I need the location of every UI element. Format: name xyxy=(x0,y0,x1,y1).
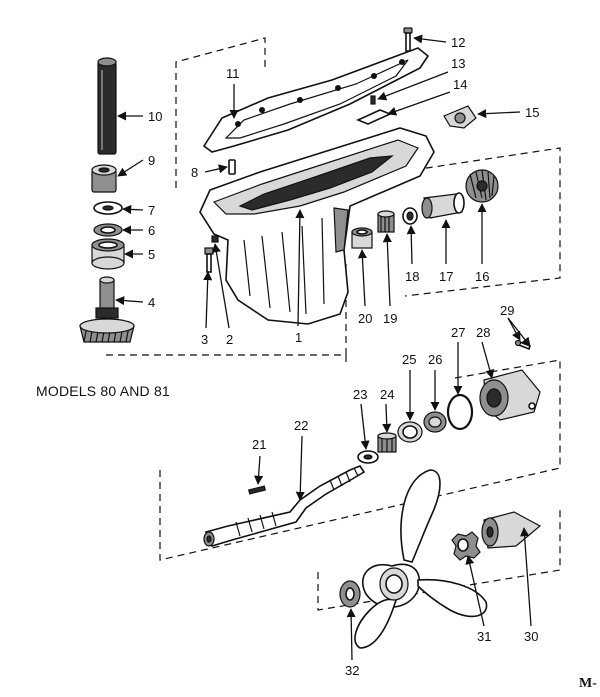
callout-11: 11 xyxy=(226,66,240,81)
callout-21: 21 xyxy=(252,437,266,452)
part-5-bearing-cup xyxy=(91,238,125,270)
part-1-gear-housing xyxy=(199,127,435,325)
part-12-screw xyxy=(403,27,413,52)
callout-1: 1 xyxy=(295,330,302,345)
plate-label: M- xyxy=(579,676,597,691)
part-17-sleeve xyxy=(421,192,465,219)
part-28-bearing-carrier xyxy=(479,369,541,421)
part-21-key xyxy=(248,485,266,495)
callout-20: 20 xyxy=(358,311,372,326)
propeller xyxy=(354,469,488,649)
callout-2: 2 xyxy=(226,332,233,347)
callout-27: 27 xyxy=(451,325,465,340)
part-10-driveshaft xyxy=(97,57,117,155)
callout-5: 5 xyxy=(148,247,155,262)
callout-3: 3 xyxy=(201,332,208,347)
part-20-bearing-cup xyxy=(351,227,373,249)
part-22-propeller-shaft xyxy=(203,465,366,547)
callout-13: 13 xyxy=(451,56,465,71)
part-24-roller-bearing xyxy=(377,432,397,453)
part-25-bearing-cup xyxy=(397,421,423,443)
part-4-pinion-gear xyxy=(79,276,135,343)
part-30-prop-nut-cone xyxy=(481,511,542,549)
callout-leaders xyxy=(115,34,532,661)
part-11-gasket xyxy=(202,47,430,153)
part-31-splined-washer xyxy=(451,531,481,561)
models-caption: MODELS 80 AND 81 xyxy=(36,383,170,399)
part-14-plate xyxy=(355,109,393,125)
callout-8: 8 xyxy=(191,165,198,180)
callout-7: 7 xyxy=(148,203,155,218)
callout-32: 32 xyxy=(345,663,359,678)
part-32-thrust-washer xyxy=(339,580,361,608)
part-29-screws xyxy=(514,339,531,351)
callout-15: 15 xyxy=(525,105,539,120)
callout-30: 30 xyxy=(524,629,538,644)
callout-19: 19 xyxy=(383,311,397,326)
callout-24: 24 xyxy=(380,387,394,402)
part-6-thrust-bearing xyxy=(93,223,123,237)
part-16-forward-gear xyxy=(465,169,499,203)
part-3-screw xyxy=(204,247,214,273)
part-18-washer xyxy=(402,207,418,225)
part-26-bearing xyxy=(423,411,447,433)
callout-25: 25 xyxy=(402,352,416,367)
callout-12: 12 xyxy=(451,35,465,50)
callout-22: 22 xyxy=(294,418,308,433)
part-27-o-ring xyxy=(446,393,474,431)
part-19-roller-bearing xyxy=(377,210,395,233)
callout-16: 16 xyxy=(475,269,489,284)
callout-28: 28 xyxy=(476,325,490,340)
part-2-pin xyxy=(211,235,219,243)
callout-18: 18 xyxy=(405,269,419,284)
part-7-washer xyxy=(93,201,123,215)
callout-29: 29 xyxy=(500,303,514,318)
callout-14: 14 xyxy=(453,77,467,92)
callout-10: 10 xyxy=(148,109,162,124)
part-15-cap xyxy=(443,105,477,129)
part-9-bushing xyxy=(91,164,117,193)
callout-17: 17 xyxy=(439,269,453,284)
callout-labels: 10 9 7 6 5 4 3 2 1 8 11 12 13 14 15 16 1… xyxy=(148,35,539,678)
callout-26: 26 xyxy=(428,352,442,367)
part-8-dowel xyxy=(228,159,236,175)
callout-4: 4 xyxy=(148,295,155,310)
callout-6: 6 xyxy=(148,223,155,238)
callout-9: 9 xyxy=(148,153,155,168)
part-23-washer xyxy=(357,450,379,464)
callout-31: 31 xyxy=(477,629,491,644)
part-13-pin xyxy=(370,95,376,105)
callout-23: 23 xyxy=(353,387,367,402)
